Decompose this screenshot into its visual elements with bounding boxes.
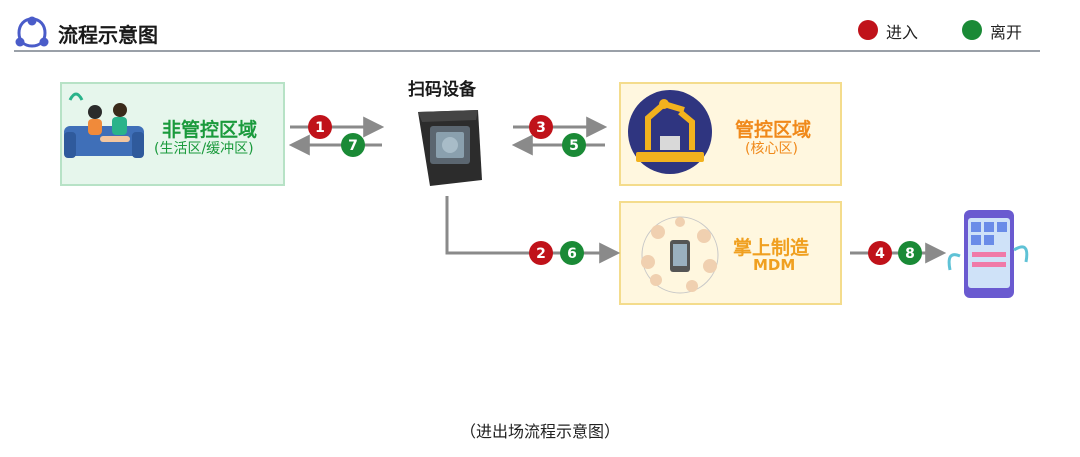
page-title: 流程示意图: [58, 23, 158, 47]
step-badge-1-label: 1: [315, 120, 325, 136]
step-badge-6-label: 6: [567, 246, 577, 262]
step-badge-7: 7: [341, 133, 365, 157]
legend-leave-label: 离开: [990, 23, 1023, 42]
header-divider: [14, 50, 1040, 52]
phone-icon: [947, 210, 1029, 298]
flow-arrows: [288, 116, 947, 264]
diagram-caption: （进出场流程示意图）: [459, 422, 620, 441]
industrial-robot-icon: [628, 90, 712, 174]
mdm-subtitle: MDM: [753, 256, 796, 274]
step-badge-3: 3: [529, 115, 553, 139]
legend-leave-marker: [962, 20, 982, 40]
step-badge-5: 5: [562, 133, 586, 157]
scanner-device-label: 扫码设备: [408, 80, 476, 100]
step-badge-4: 4: [868, 241, 892, 265]
step-badge-4-label: 4: [875, 246, 885, 262]
legend-enter-marker: [858, 20, 878, 40]
scanner-device-icon: [418, 110, 482, 186]
step-badge-2: 2: [529, 241, 553, 265]
step-badge-8: 8: [898, 241, 922, 265]
step-badge-2-label: 2: [536, 246, 546, 262]
mdm-network-icon: [641, 216, 719, 294]
non-controlled-zone-subtitle: (生活区/缓冲区): [154, 141, 254, 157]
non-controlled-zone-title: 非管控区域: [162, 119, 258, 141]
mdm-title: 掌上制造: [733, 237, 810, 259]
step-badge-3-label: 3: [536, 120, 546, 136]
app-logo-icon: [15, 16, 49, 48]
people-sofa-icon: [64, 92, 144, 158]
controlled-zone-subtitle: (核心区): [745, 141, 798, 157]
legend-enter-label: 进入: [886, 23, 919, 42]
step-badge-6: 6: [560, 241, 584, 265]
step-badge-7-label: 7: [348, 138, 358, 154]
step-badge-5-label: 5: [569, 138, 579, 154]
step-badge-8-label: 8: [905, 246, 915, 262]
step-badge-1: 1: [308, 115, 332, 139]
controlled-zone-title: 管控区域: [735, 119, 812, 141]
